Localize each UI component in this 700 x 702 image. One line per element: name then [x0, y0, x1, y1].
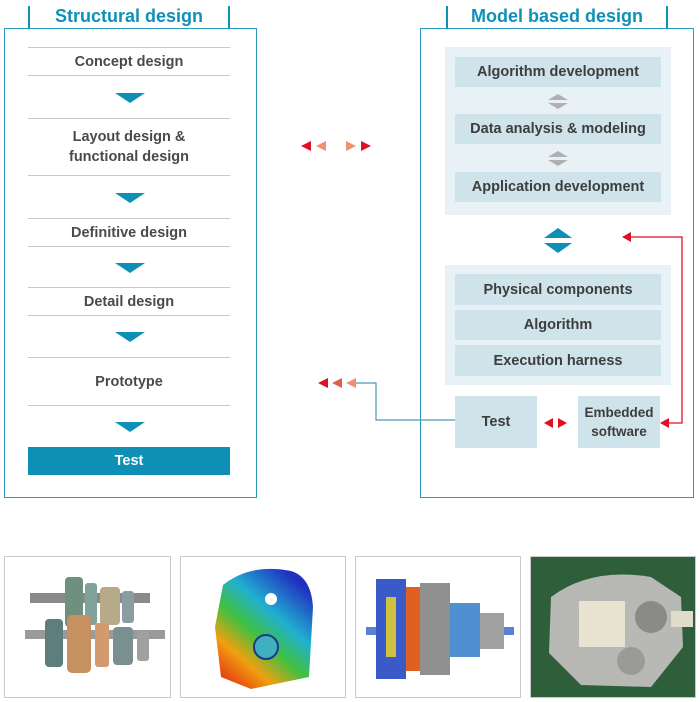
- title-bracket-right: [666, 6, 668, 28]
- transmission-prototype-photo-image: [530, 556, 696, 698]
- structural-design-title: Structural design: [38, 4, 220, 28]
- execution-harness-box: Execution harness: [455, 345, 661, 376]
- flow-arrow-icon: [115, 93, 145, 103]
- application-development-box: Application development: [455, 172, 661, 202]
- step-layout-functional-design: Layout design & functional design: [28, 118, 230, 176]
- step-test: Test: [28, 447, 230, 475]
- data-analysis-modeling-box: Data analysis & modeling: [455, 114, 661, 144]
- step-definitive-design: Definitive design: [28, 218, 230, 247]
- model-based-design-panel: [420, 28, 694, 498]
- flow-arrow-icon: [115, 263, 145, 273]
- model-based-design-title: Model based design: [454, 4, 660, 28]
- algorithm-box: Algorithm: [455, 310, 661, 340]
- title-bracket-left: [446, 6, 448, 28]
- flow-arrow-icon: [115, 422, 145, 432]
- transmission-cross-section-image: [355, 556, 521, 698]
- stress-analysis-heatmap-image: [180, 556, 346, 698]
- title-bracket-right: [228, 6, 230, 28]
- mbd-test-box: Test: [455, 396, 537, 448]
- flow-arrow-icon: [115, 332, 145, 342]
- structural-design-panel: [4, 28, 257, 498]
- double-arrow-icon: [301, 141, 371, 151]
- title-bracket-left: [28, 6, 30, 28]
- step-detail-design: Detail design: [28, 287, 230, 316]
- physical-components-box: Physical components: [455, 274, 661, 305]
- gearbox-cad-render-image: [4, 556, 171, 698]
- flow-arrow-icon: [115, 193, 145, 203]
- step-concept-design: Concept design: [28, 47, 230, 76]
- step-prototype: Prototype: [28, 357, 230, 406]
- embedded-software-box: Embedded software: [578, 396, 660, 448]
- algorithm-development-box: Algorithm development: [455, 57, 661, 87]
